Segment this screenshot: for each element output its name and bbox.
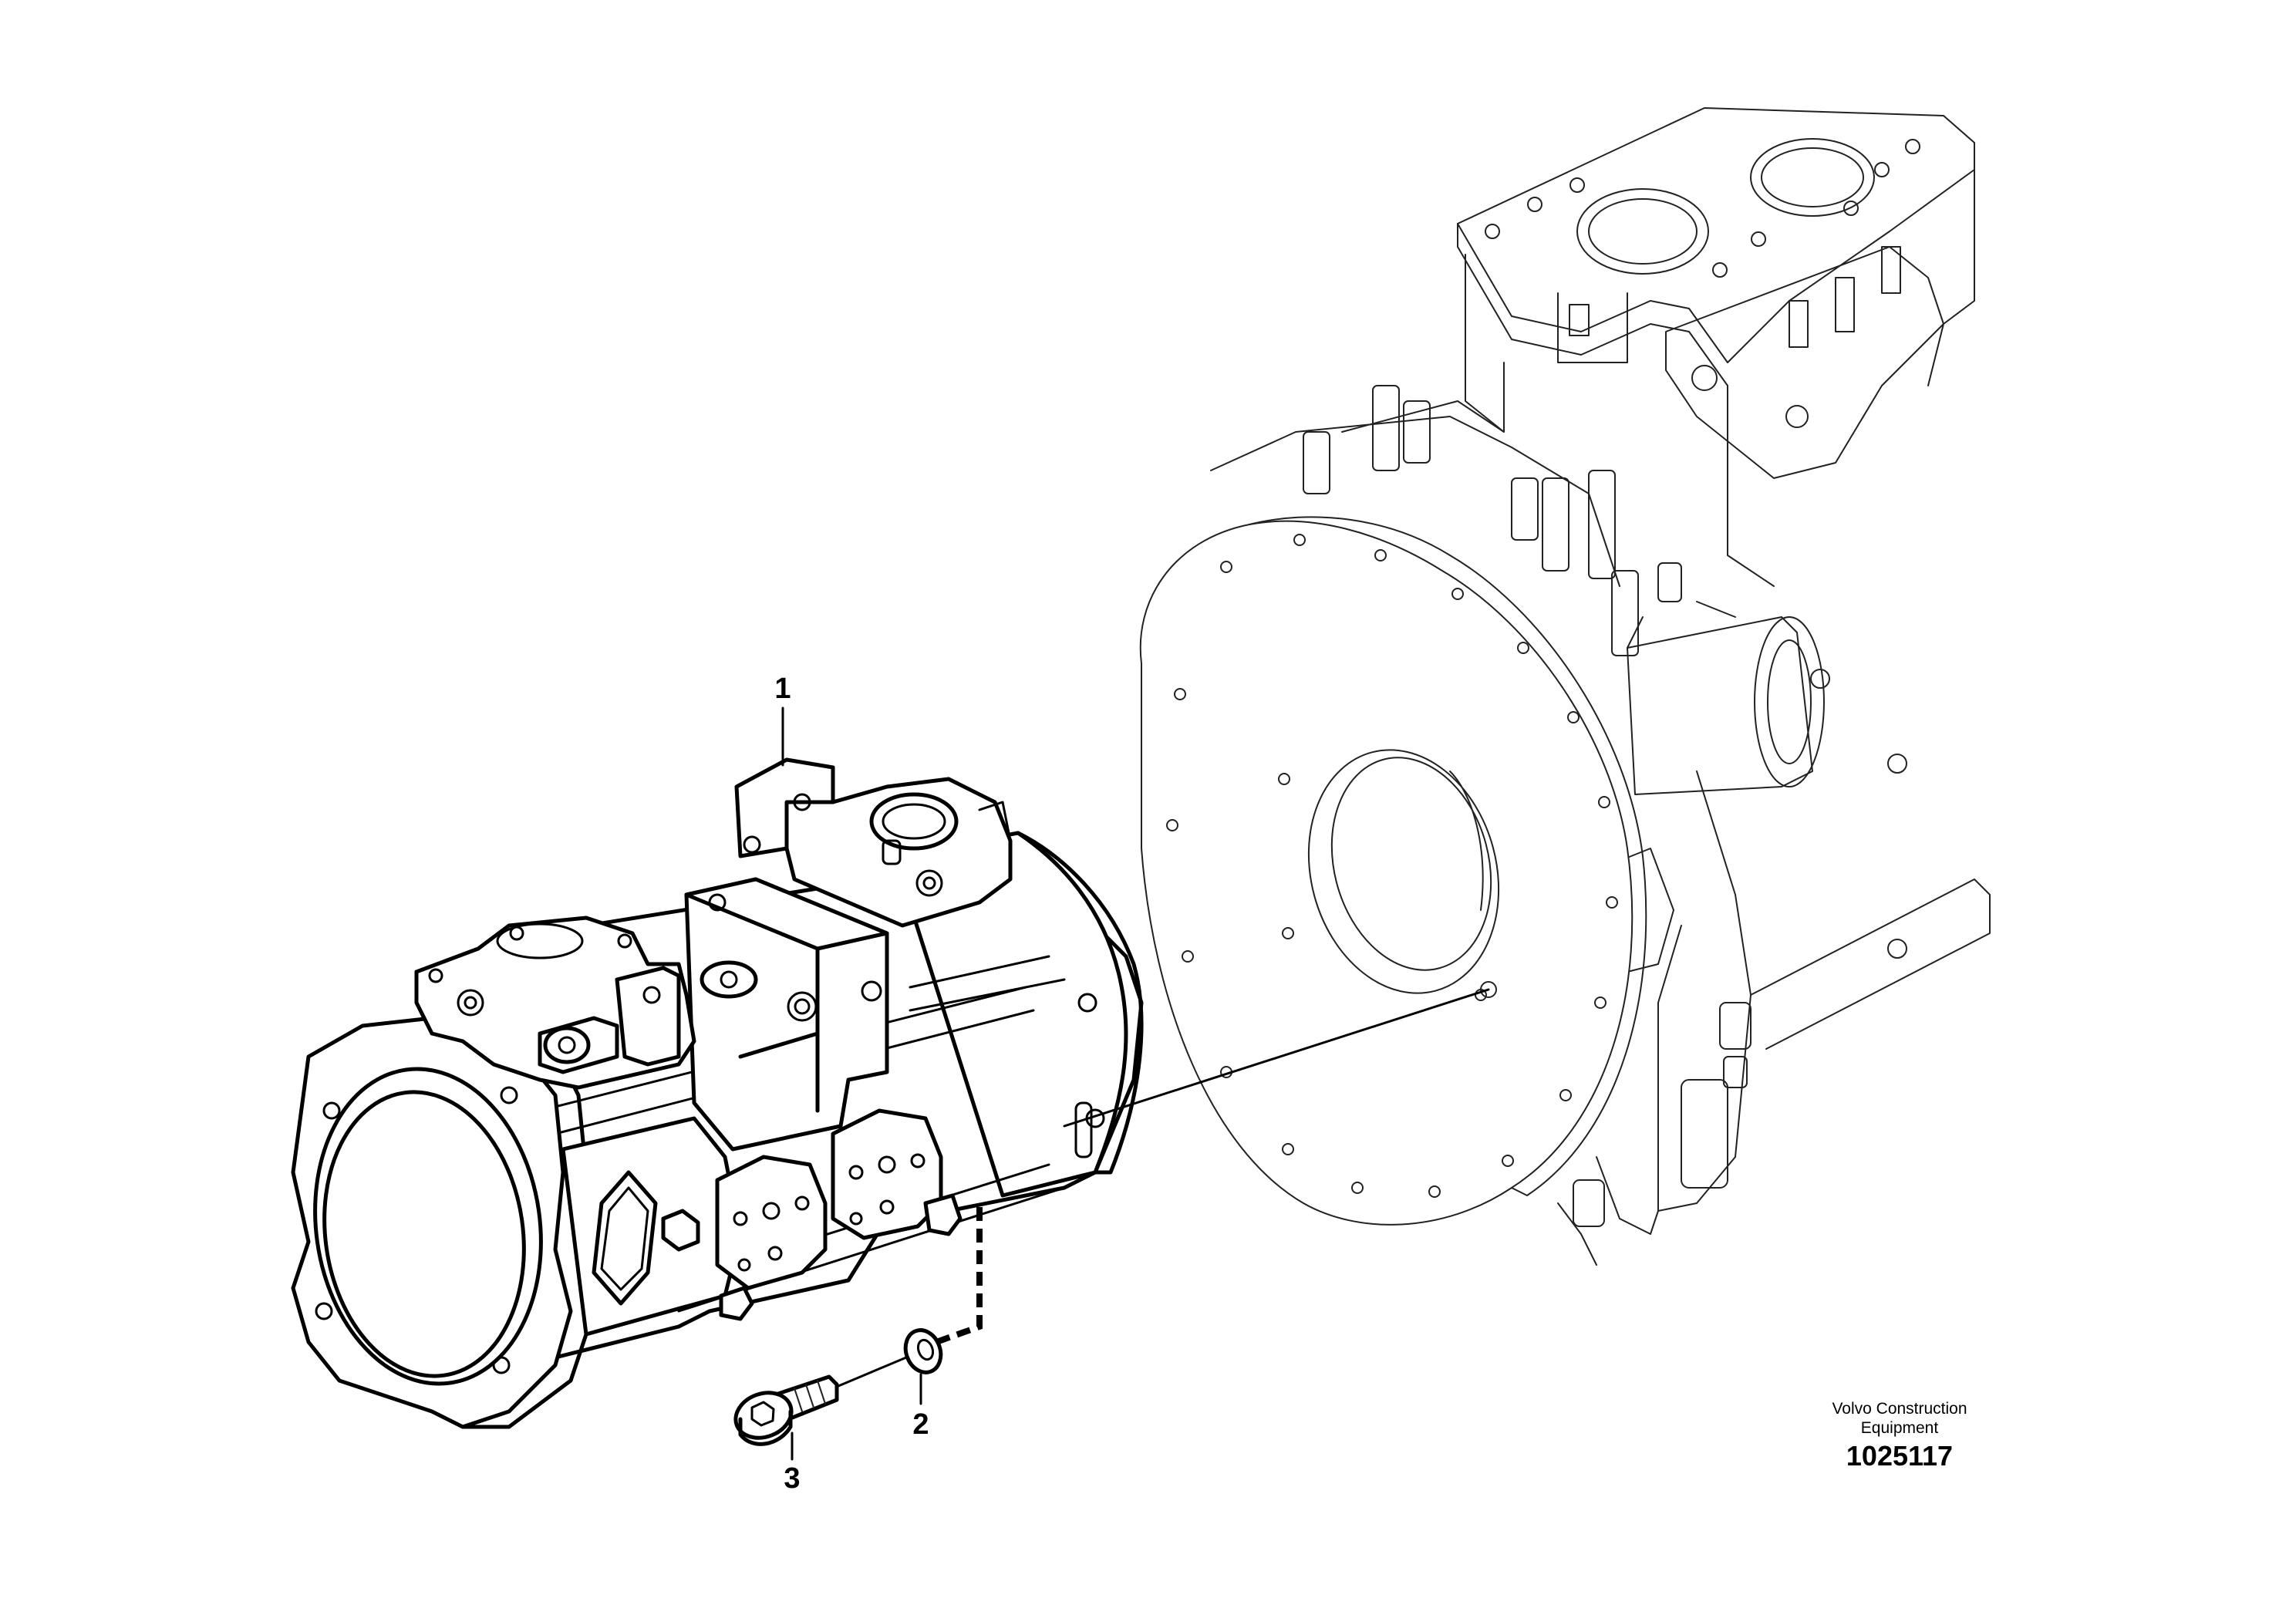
manufacturer-line-1: Volvo Construction	[1832, 1400, 1967, 1418]
drawing-number: 1025117	[1846, 1440, 1954, 1472]
callout-3-label: 3	[784, 1462, 801, 1495]
hydraulic-pump	[291, 757, 1144, 1429]
callout-2-label: 2	[912, 1408, 929, 1441]
screw-axis-line	[831, 1356, 908, 1390]
manufacturer-line-2: Equipment	[1860, 1419, 1939, 1437]
washer	[903, 1328, 943, 1374]
engine-block	[1210, 107, 1991, 1266]
screw	[733, 1374, 839, 1446]
dashed-leader	[924, 1207, 983, 1349]
callout-1-label: 1	[774, 673, 791, 705]
callout-leaders	[781, 706, 922, 1461]
assembly-axis-line	[1063, 988, 1490, 1128]
manufacturer-label: Volvo Construction Equipment	[1832, 1399, 1967, 1438]
flywheel-housing	[1139, 516, 1647, 1227]
